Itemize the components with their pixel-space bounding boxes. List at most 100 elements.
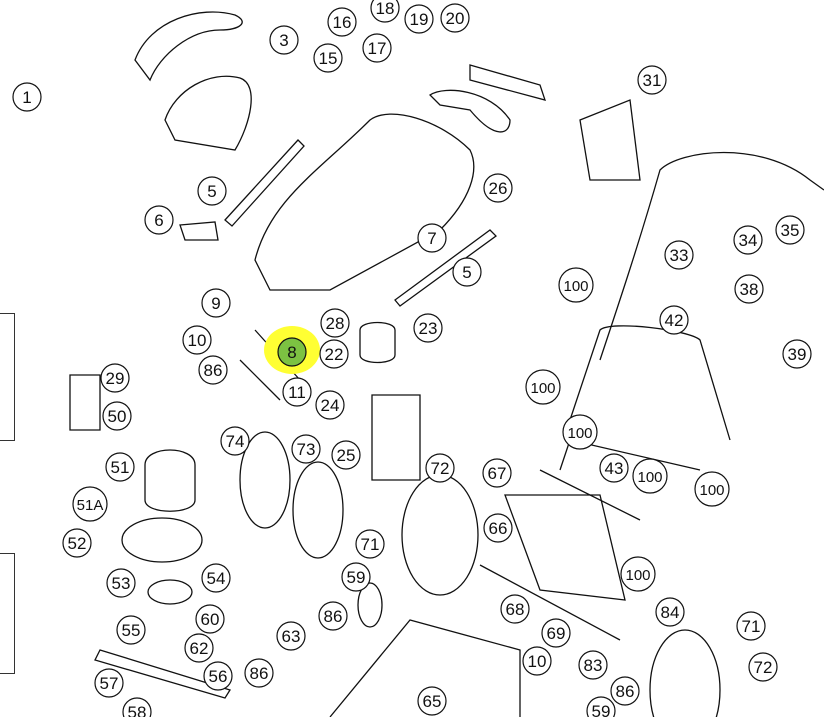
- callout-circle: [734, 274, 764, 304]
- callout-circle: [610, 676, 640, 706]
- callout-label: 18: [376, 0, 395, 18]
- callout-circle: [440, 3, 470, 33]
- callout-label: 73: [297, 440, 316, 459]
- left-panel-frame-top: [0, 313, 15, 441]
- callout-circle: [355, 529, 385, 559]
- callout-circle: [404, 4, 434, 34]
- callout-label: 43: [605, 459, 624, 478]
- part-6: [179, 221, 219, 241]
- callout-label: 19: [410, 10, 429, 29]
- callout-circle: [482, 458, 512, 488]
- callout-35: 35: [775, 215, 805, 245]
- callout-circle: [331, 440, 361, 470]
- callout-circle: [320, 308, 350, 338]
- callout-label: 74: [226, 432, 245, 451]
- callout-circle: [277, 337, 307, 367]
- part-74: [239, 431, 291, 529]
- callout-circle: [637, 65, 667, 95]
- callout-circle: [362, 33, 392, 63]
- callout-label: 57: [100, 674, 119, 693]
- left-panel-frame-bottom: [0, 553, 15, 674]
- callout-circle: [483, 513, 513, 543]
- callout-circle: [558, 267, 594, 303]
- callout-label: 55: [122, 621, 141, 640]
- callout-label: 69: [547, 624, 566, 643]
- callout-42: 42: [659, 305, 689, 335]
- callout-label: 100: [563, 278, 588, 295]
- callout-label: 86: [324, 607, 343, 626]
- callout-label: 71: [742, 617, 761, 636]
- part-outlines: [69, 11, 824, 717]
- callout-circle: [203, 661, 233, 691]
- callout-58: 58: [122, 697, 152, 717]
- callout-7: 7: [417, 223, 447, 253]
- callout-label: 50: [108, 407, 127, 426]
- callout-19: 19: [404, 4, 434, 34]
- callout-label: 42: [665, 311, 684, 330]
- callout-59: 59: [586, 696, 616, 717]
- callout-label: 84: [661, 603, 680, 622]
- callout-100: 100: [558, 267, 594, 303]
- callout-circle: [313, 43, 343, 73]
- callout-label: 3: [279, 31, 288, 50]
- callout-100: 100: [694, 471, 730, 507]
- callout-72: 72: [748, 652, 778, 682]
- callout-circle: [62, 528, 92, 558]
- callout-circle: [319, 339, 349, 369]
- callout-label: 62: [190, 639, 209, 658]
- part-strip-5a: [224, 139, 305, 227]
- callout-26: 26: [483, 173, 513, 203]
- callout-label: 86: [250, 664, 269, 683]
- callout-circle: [327, 7, 357, 37]
- callout-34: 34: [733, 225, 763, 255]
- callout-71: 71: [355, 529, 385, 559]
- callout-circle: [782, 339, 812, 369]
- callout-label: 66: [489, 519, 508, 538]
- callout-label: 29: [106, 369, 125, 388]
- callout-label: 100: [530, 380, 555, 397]
- callout-10: 10: [182, 325, 212, 355]
- callout-circle: [100, 363, 130, 393]
- callout-1: 1: [12, 82, 42, 112]
- callout-67: 67: [482, 458, 512, 488]
- part-20b: [469, 64, 546, 101]
- callout-label: 59: [592, 702, 611, 717]
- callout-label: 53: [112, 574, 131, 593]
- part-cover: [164, 75, 252, 151]
- callout-label: 25: [337, 446, 356, 465]
- part-29: [69, 374, 101, 431]
- callout-label: 100: [567, 425, 592, 442]
- callout-circle: [425, 453, 455, 483]
- callout-circle: [122, 697, 152, 717]
- callout-86: 86: [244, 658, 274, 688]
- callout-label: 33: [670, 246, 689, 265]
- part-26-body: [254, 113, 475, 291]
- callout-circle: [201, 288, 231, 318]
- callout-circle: [562, 414, 598, 450]
- callout-circle: [775, 215, 805, 245]
- callout-circle: [664, 240, 694, 270]
- callout-circle: [417, 686, 447, 716]
- callout-71: 71: [736, 611, 766, 641]
- callout-57: 57: [94, 668, 124, 698]
- callout-circle: [413, 313, 443, 343]
- callout-5: 5: [452, 257, 482, 287]
- part-42-handle: [569, 325, 731, 441]
- callout-65: 65: [417, 686, 447, 716]
- callout-circle: [269, 25, 299, 55]
- callout-circle: [541, 618, 571, 648]
- part-strip-5b: [394, 229, 497, 307]
- callout-label: 100: [625, 567, 650, 584]
- part-31: [579, 99, 641, 181]
- callout-label: 10: [188, 331, 207, 350]
- callout-86: 86: [198, 355, 228, 385]
- callout-label: 22: [325, 345, 344, 364]
- callout-label: 1: [22, 88, 31, 107]
- callout-label: 5: [462, 263, 471, 282]
- callout-25: 25: [331, 440, 361, 470]
- callout-100: 100: [620, 556, 656, 592]
- callout-circle: [736, 611, 766, 641]
- callout-18: 18: [370, 0, 400, 23]
